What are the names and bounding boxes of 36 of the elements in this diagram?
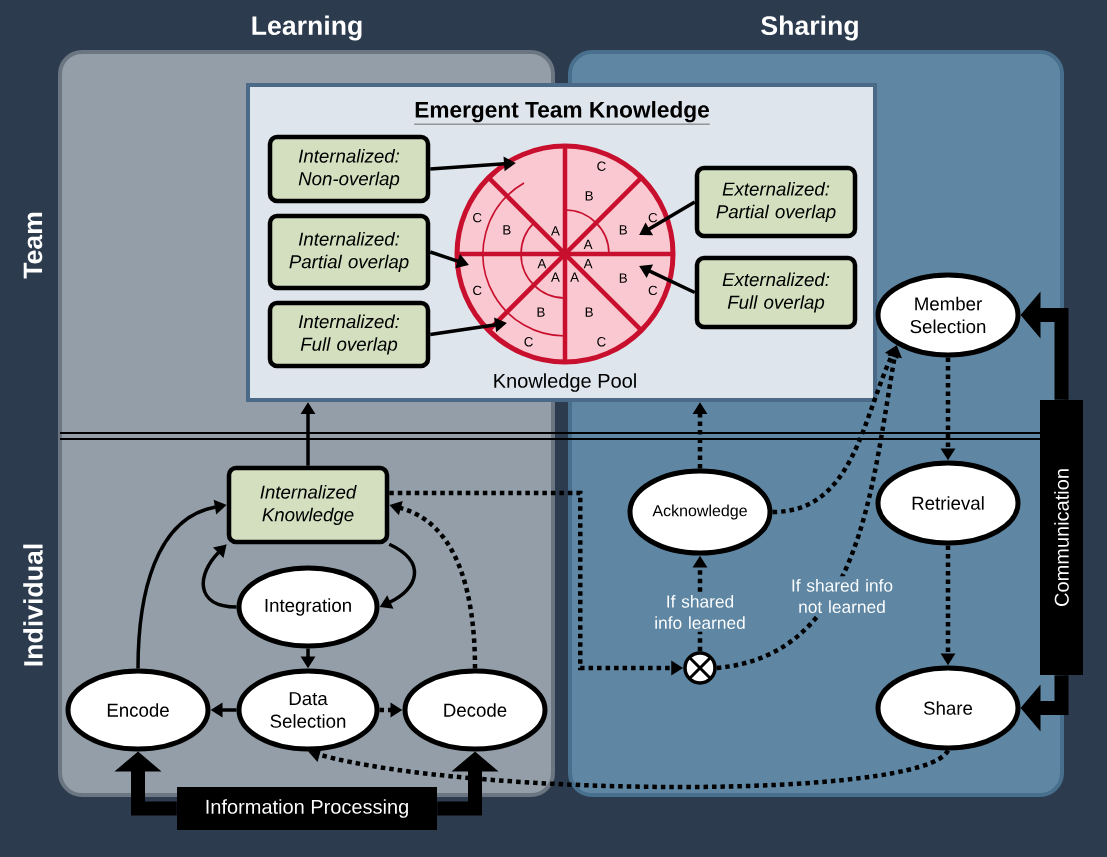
label-bar: Information Processing xyxy=(177,787,437,830)
sector-letter: A xyxy=(551,226,560,236)
sector-letter: A xyxy=(551,272,560,282)
edge-label: If shared info not learned xyxy=(780,576,904,616)
label-bar: Communication xyxy=(1040,400,1083,675)
sector-letter: B xyxy=(585,191,593,201)
sector-letter: C xyxy=(473,212,482,223)
sector-letter: A xyxy=(570,272,580,282)
sector-letter: C xyxy=(597,337,606,347)
sector-letter: B xyxy=(537,307,545,317)
edge-label: If shared info learned xyxy=(647,592,753,632)
sector-letter: B xyxy=(585,307,593,317)
sector-letter: B xyxy=(619,273,627,283)
sector-letter: B xyxy=(503,225,511,235)
knowledge-box: Internalized: Non-overlap xyxy=(267,134,431,204)
sector-letter: A xyxy=(583,259,593,269)
panel-title: Emergent Team Knowledge xyxy=(413,101,711,125)
sector-letter: A xyxy=(583,239,593,249)
knowledge-box: Internalized Knowledge xyxy=(226,465,390,545)
panel-heading: Learning xyxy=(252,15,362,41)
row-label: Individual xyxy=(23,544,43,666)
sector-letter: C xyxy=(473,285,482,296)
panel-heading: Sharing xyxy=(761,15,858,41)
sector-letter: C xyxy=(597,161,606,171)
sector-letter: C xyxy=(524,337,533,347)
sector-letter: A xyxy=(537,259,547,269)
knowledge-box: Externalized: Partial overlap xyxy=(694,165,858,239)
knowledge-box: Internalized: Partial overlap xyxy=(267,213,431,291)
sector-letter: C xyxy=(648,212,658,223)
circle-caption: Knowledge Pool xyxy=(494,373,636,392)
knowledge-box: Externalized: Full overlap xyxy=(694,255,858,330)
sector-letter: B xyxy=(619,225,627,235)
knowledge-box: Internalized: Full overlap xyxy=(267,300,431,369)
row-label: Team xyxy=(23,212,43,279)
sector-letter: C xyxy=(648,285,658,296)
arrow xyxy=(201,544,237,609)
